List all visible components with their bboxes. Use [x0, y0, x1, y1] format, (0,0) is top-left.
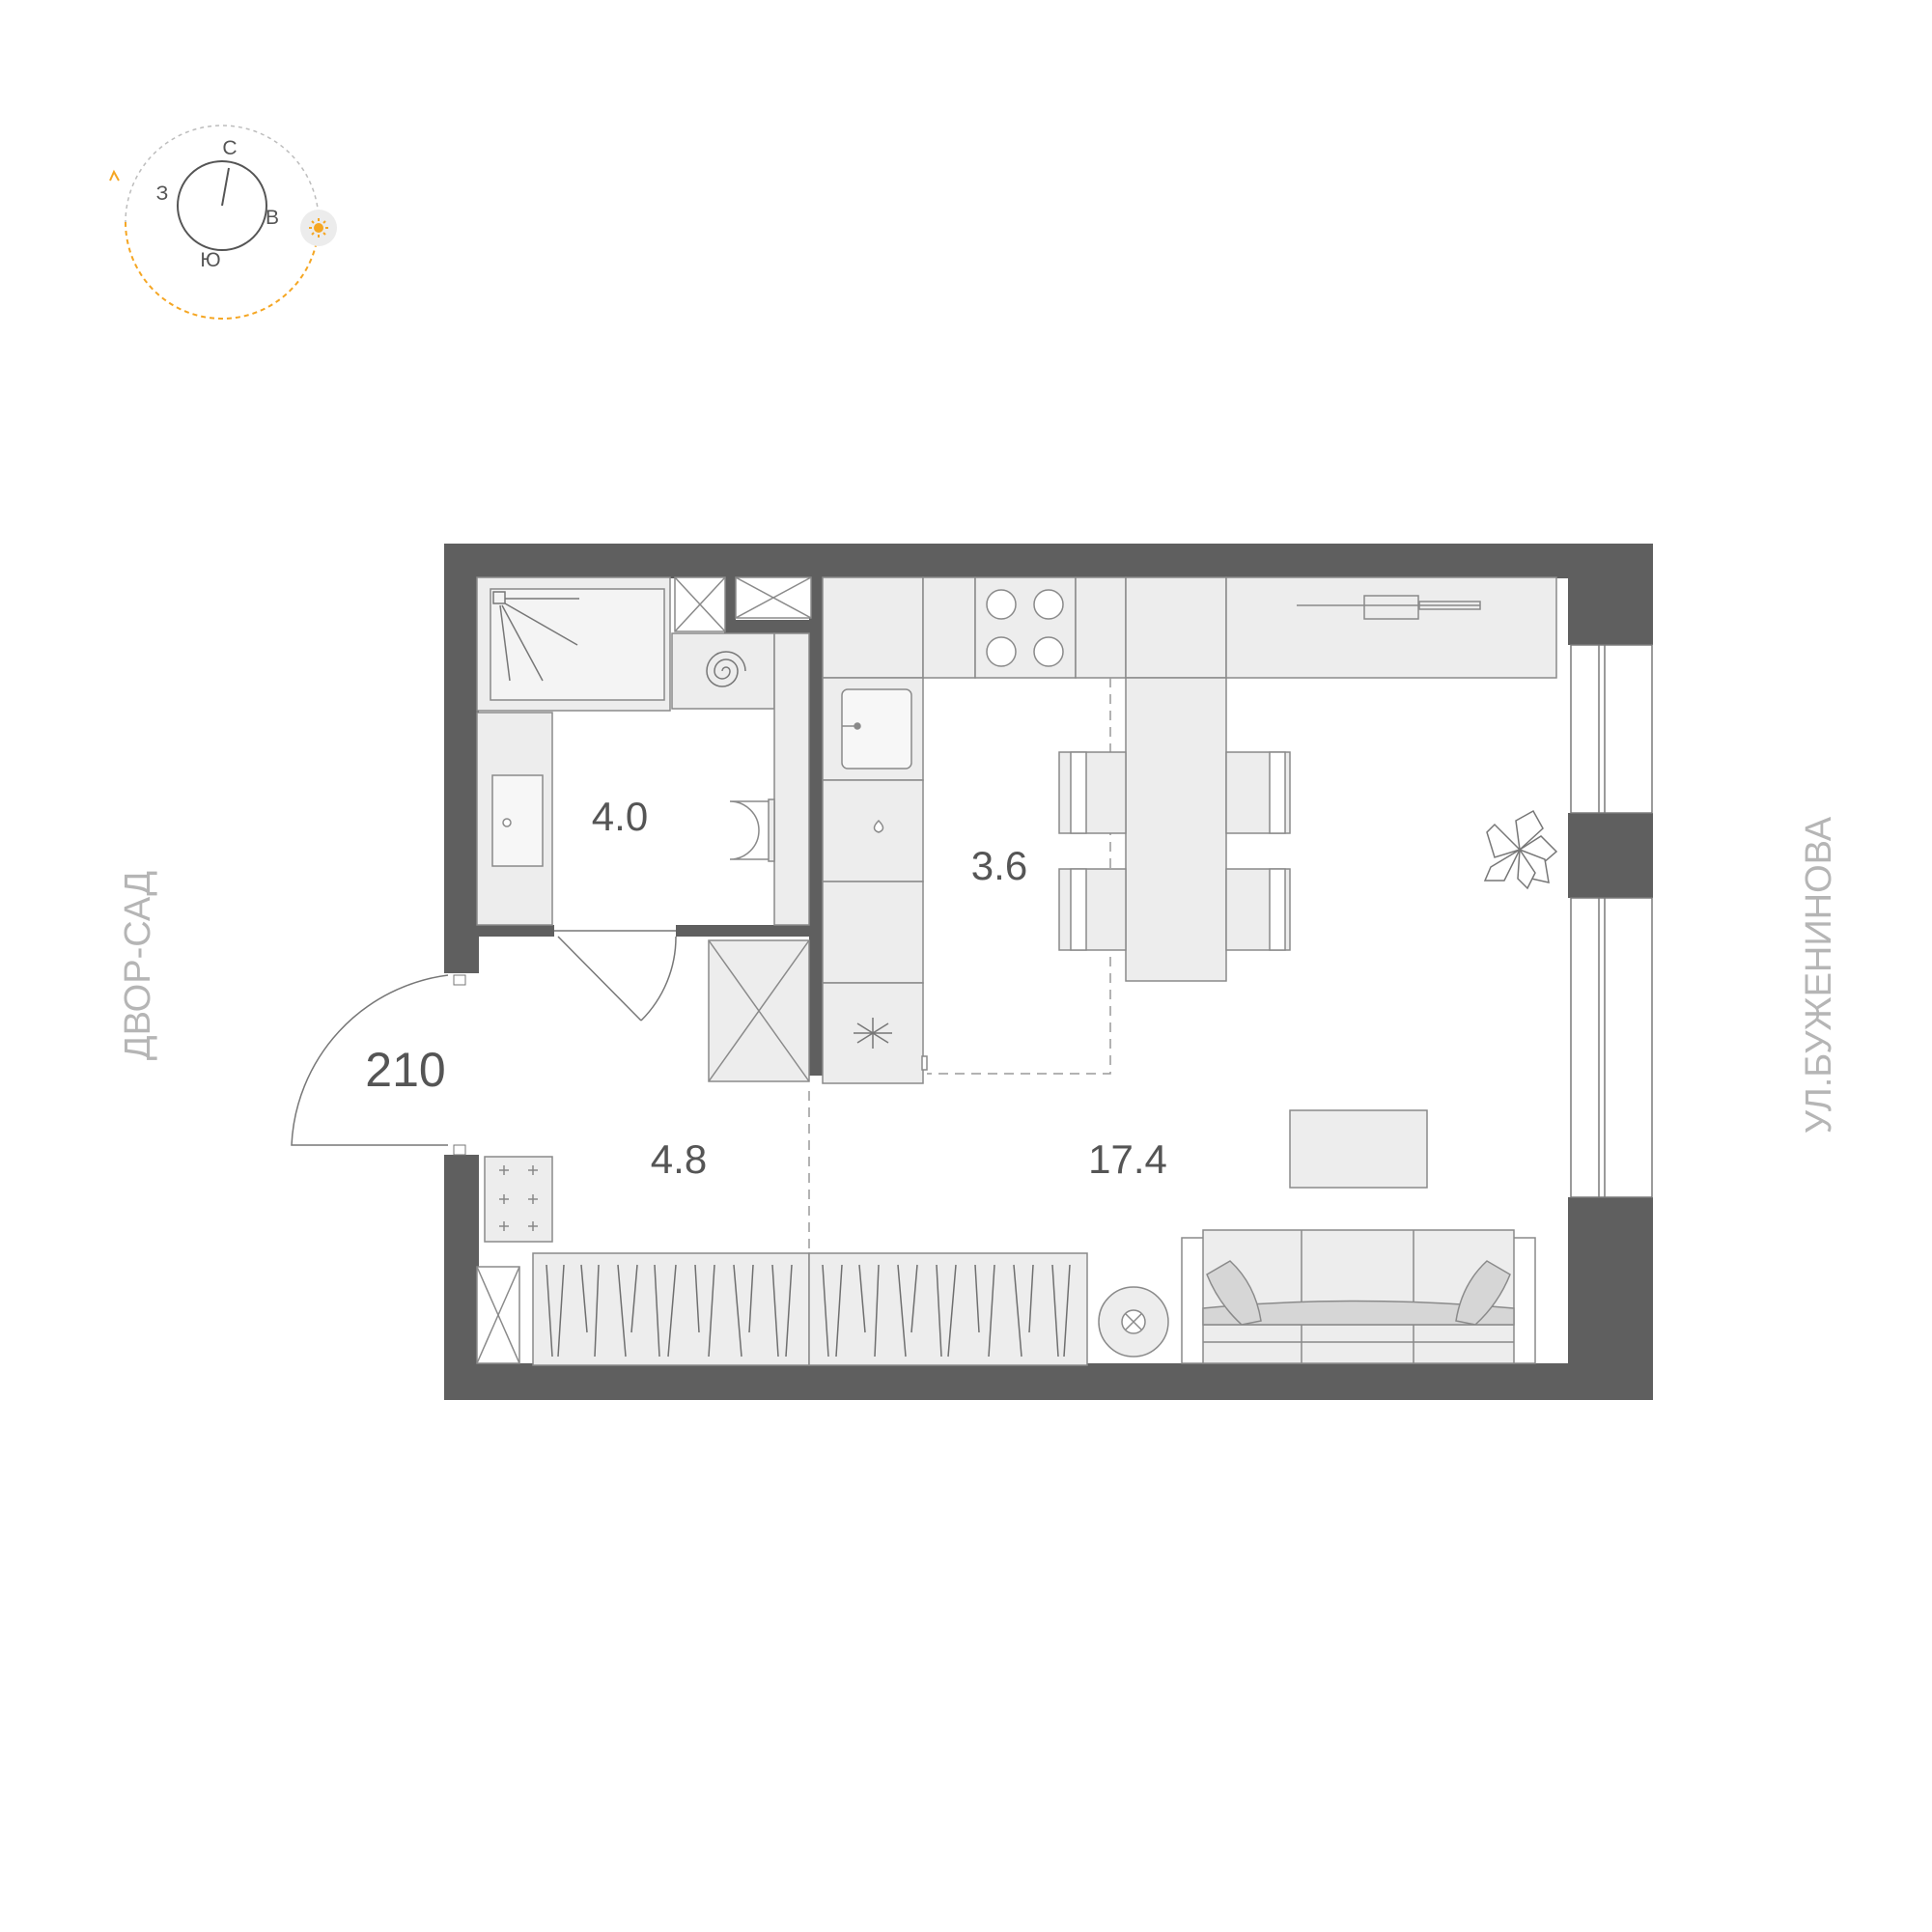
coffee-table [1289, 1109, 1428, 1189]
shower-head-icon [492, 591, 579, 682]
chair-left-bottom [1058, 868, 1127, 951]
windows [1570, 644, 1653, 1198]
compass-arc-dotted [125, 125, 320, 223]
window-bottom [1570, 897, 1653, 1198]
apartment-number-label: 210 [365, 1043, 445, 1097]
toilet-column [773, 632, 810, 926]
compass-needle [221, 167, 230, 207]
compass-west-label: З [156, 182, 169, 205]
exterior-walls [444, 544, 1653, 1400]
sun-icon [300, 210, 337, 246]
washing-machine [671, 632, 775, 710]
sun-path-arc [125, 221, 320, 320]
dining-table [1125, 677, 1227, 982]
cushion-left [1206, 1260, 1262, 1326]
room-area-kitchen: 3.6 [971, 843, 1027, 888]
compass-north-label: С [222, 137, 237, 159]
shoe-rack-marks [499, 1165, 538, 1231]
cushion-right [1455, 1260, 1511, 1326]
toilet-bowl [729, 800, 775, 860]
dishwasher [822, 779, 924, 882]
snowflake-icon [854, 1018, 892, 1049]
hallway-furniture [476, 939, 1088, 1366]
street-label-left: ДВОР-САД [118, 871, 158, 1061]
sink-basin [491, 774, 544, 867]
sofa [1181, 1229, 1536, 1364]
wardrobe-hangers [546, 1264, 1071, 1358]
floor-lamp-icon [1098, 1286, 1169, 1358]
chair-right-top [1225, 751, 1291, 834]
kitchen-partition [809, 577, 823, 1076]
cooktop [974, 576, 1077, 679]
window-top [1570, 644, 1653, 814]
wardrobe-left [532, 1252, 810, 1366]
chair-right-bottom [1225, 868, 1291, 951]
bathroom-door[interactable] [554, 930, 677, 1022]
dining-set [1058, 677, 1291, 982]
entrance-door[interactable] [291, 974, 466, 1156]
tv-icon [1297, 595, 1481, 620]
chair-left-top [1058, 751, 1127, 834]
plant-icon [1483, 809, 1558, 890]
compass-south-label: Ю [200, 249, 220, 271]
compass: С Ю З В [109, 125, 337, 320]
tv-console [1225, 576, 1557, 679]
room-area-hallway: 4.8 [651, 1136, 707, 1182]
compass-circle [177, 160, 267, 251]
room-area-living-room: 17.4 [1088, 1136, 1167, 1182]
bathroom-fixtures [476, 576, 812, 926]
compass-east-label: В [266, 207, 279, 229]
cooktop-burner-icons [986, 589, 1064, 667]
sun-path-arrow-icon [109, 169, 120, 182]
kitchen-counters [822, 576, 1557, 1084]
water-drop-icon [873, 819, 884, 833]
wardrobe-right [808, 1252, 1088, 1366]
shoe-rack [484, 1156, 553, 1243]
spiral-icon [706, 651, 746, 687]
room-area-bathroom: 4.0 [592, 794, 648, 839]
street-label-right: УЛ.БУЖЕНИНОВА [1799, 816, 1839, 1134]
